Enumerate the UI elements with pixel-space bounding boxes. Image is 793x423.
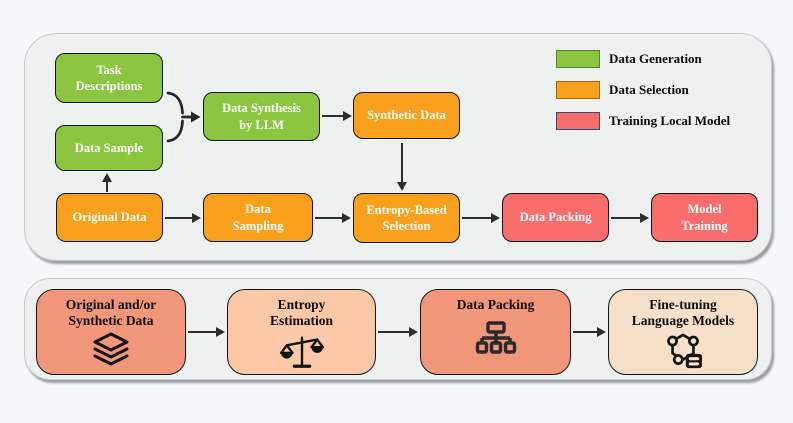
node-model-training: Model Training [651, 193, 758, 242]
node-label: Selection [382, 219, 431, 233]
node-synthetic-data: Synthetic Data [353, 92, 460, 139]
step-label: Synthetic Data [68, 313, 154, 329]
legend-item-training-local-model: Training Local Model [556, 112, 730, 130]
step-fine-tuning: Fine-tuning Language Models [608, 289, 758, 375]
merge-brace-icon [166, 91, 201, 143]
node-data-sampling: Data Sampling [203, 193, 313, 242]
arrow-entropy-to-packing [462, 212, 500, 224]
node-entropy-selection: Entropy-Based Selection [353, 193, 460, 243]
step-source-data: Original and/or Synthetic Data [36, 289, 186, 375]
arrow-packing-to-finetuning [573, 326, 606, 338]
legend-swatch-orange [556, 81, 600, 99]
node-data-packing: Data Packing [502, 193, 609, 242]
node-label: Training [681, 218, 728, 233]
node-label: Data Sample [74, 140, 144, 155]
arrow-entropy-to-packing [378, 326, 418, 338]
node-label: Task [96, 62, 122, 77]
balance-scale-icon [279, 332, 325, 370]
molecule-database-icon [661, 332, 705, 370]
legend-item-data-generation: Data Generation [556, 50, 702, 68]
node-data-synthesis: Data Synthesis by LLM [203, 92, 320, 141]
step-label: Fine-tuning [649, 297, 717, 312]
step-label: Entropy [277, 297, 326, 312]
node-label: Model [687, 202, 722, 217]
sitemap-icon [474, 321, 518, 355]
node-label: Entropy-Based [366, 202, 447, 217]
node-data-sample: Data Sample [55, 125, 163, 171]
node-label: by LLM [239, 117, 284, 132]
arrow-synthetic-to-entropy [396, 143, 408, 191]
step-entropy-estimation: Entropy Estimation [227, 289, 376, 375]
arrow-packing-to-training [611, 212, 649, 224]
layers-icon [91, 332, 131, 366]
step-label: Language Models [631, 313, 735, 329]
merge-brace-arrow [165, 89, 203, 145]
node-label: Data Synthesis [222, 101, 301, 116]
node-label: Data Packing [519, 210, 592, 225]
process-panel: Original and/or Synthetic Data Entropy E… [24, 278, 772, 380]
node-label: Synthetic Data [367, 108, 446, 123]
arrow-original-to-sample [101, 173, 113, 192]
step-label: Estimation [269, 313, 333, 329]
legend-label: Training Local Model [609, 113, 731, 128]
node-label: Original Data [72, 210, 147, 225]
legend-item-data-selection: Data Selection [556, 81, 689, 99]
legend-label: Data Generation [609, 51, 702, 66]
step-label: Data Packing [456, 297, 535, 312]
legend-label: Data Selection [609, 82, 689, 97]
node-label: Sampling [232, 218, 284, 233]
arrow-sampling-to-entropy [315, 212, 351, 224]
node-task-descriptions: Task Descriptions [55, 53, 163, 103]
legend-swatch-red [556, 112, 600, 130]
step-label: Original and/or [65, 297, 157, 312]
node-original-data: Original Data [56, 193, 163, 242]
legend-swatch-green [556, 50, 600, 68]
arrow-synthesis-to-synthetic [322, 110, 352, 122]
arrow-source-to-entropy [188, 326, 225, 338]
overview-panel: Task Descriptions Data Sample Original D… [24, 33, 772, 261]
node-label: Data [245, 202, 271, 217]
step-data-packing: Data Packing [420, 289, 571, 375]
arrow-original-to-sampling [165, 212, 201, 224]
node-label: Descriptions [75, 79, 143, 93]
